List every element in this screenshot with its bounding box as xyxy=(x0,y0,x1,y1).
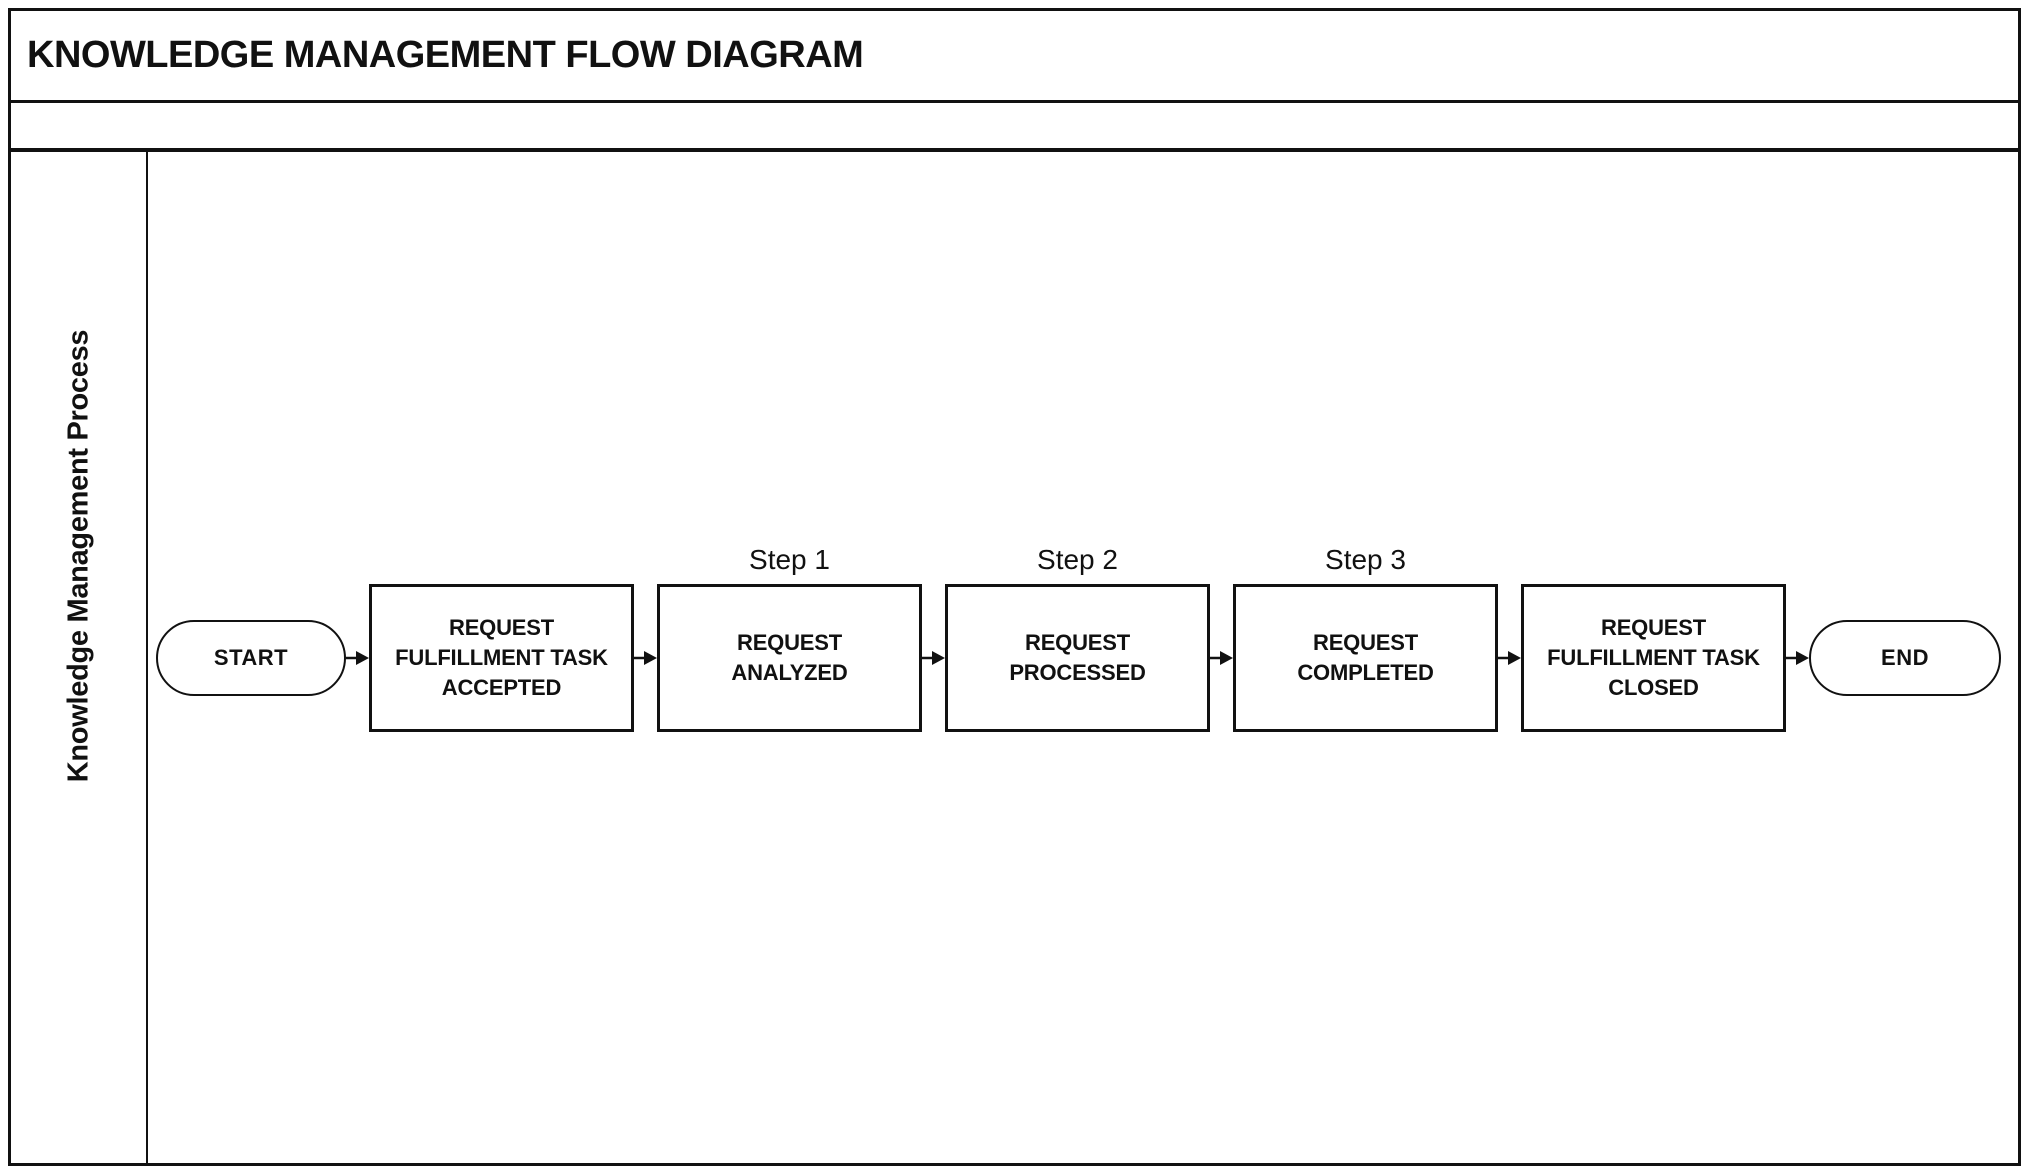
arrow-right-icon xyxy=(634,650,657,665)
step-2-caption: Step 2 xyxy=(1037,543,1118,575)
process-step-accepted-wrap: REQUEST FULFILLMENT TASK ACCEPTED xyxy=(369,583,634,732)
arrow-right-icon xyxy=(1786,650,1809,665)
step-1-caption: Step 1 xyxy=(749,543,830,575)
process-box-request-analyzed: REQUEST ANALYZED xyxy=(657,583,922,732)
start-terminator: START xyxy=(156,619,346,696)
process-box-request-fulfillment-task-accepted: REQUEST FULFILLMENT TASK ACCEPTED xyxy=(369,583,634,732)
process-step-completed-wrap: Step 3 REQUEST COMPLETED xyxy=(1233,544,1498,732)
title-band: KNOWLEDGE MANAGEMENT FLOW DIAGRAM xyxy=(11,11,2018,103)
swimlane: Knowledge Management Process START REQUE… xyxy=(11,152,2018,1163)
process-step-analyzed-wrap: Step 1 REQUEST ANALYZED xyxy=(657,544,922,732)
process-box-label: REQUEST COMPLETED xyxy=(1297,629,1434,685)
flow-row: START REQUEST FULFILLMENT TASK ACCEPTED xyxy=(156,544,2001,732)
diagram-frame: KNOWLEDGE MANAGEMENT FLOW DIAGRAM Knowle… xyxy=(8,8,2021,1166)
process-step-closed-wrap: REQUEST FULFILLMENT TASK CLOSED xyxy=(1521,583,1786,732)
swimlane-content: START REQUEST FULFILLMENT TASK ACCEPTED xyxy=(148,152,2018,1163)
arrow-right-icon xyxy=(1210,650,1233,665)
arrow-right-icon xyxy=(1498,650,1521,665)
page-title: KNOWLEDGE MANAGEMENT FLOW DIAGRAM xyxy=(27,34,864,76)
process-box-request-fulfillment-task-closed: REQUEST FULFILLMENT TASK CLOSED xyxy=(1521,583,1786,732)
process-box-label: REQUEST FULFILLMENT TASK ACCEPTED xyxy=(395,614,608,700)
process-box-label: REQUEST ANALYZED xyxy=(731,629,848,685)
subtitle-band xyxy=(11,103,2018,152)
end-label: END xyxy=(1881,644,1929,670)
step-3-caption: Step 3 xyxy=(1325,543,1406,575)
arrow-right-icon xyxy=(346,650,369,665)
process-box-label: REQUEST PROCESSED xyxy=(1009,629,1146,685)
start-label: START xyxy=(213,644,289,670)
process-box-label: REQUEST FULFILLMENT TASK CLOSED xyxy=(1547,614,1760,700)
swimlane-label: Knowledge Management Process xyxy=(62,330,94,783)
end-terminator: END xyxy=(1809,619,2001,696)
swimlane-label-column: Knowledge Management Process xyxy=(11,152,148,1163)
process-box-request-completed: REQUEST COMPLETED xyxy=(1233,583,1498,732)
process-step-processed-wrap: Step 2 REQUEST PROCESSED xyxy=(945,544,1210,732)
arrow-right-icon xyxy=(922,650,945,665)
process-box-request-processed: REQUEST PROCESSED xyxy=(945,583,1210,732)
